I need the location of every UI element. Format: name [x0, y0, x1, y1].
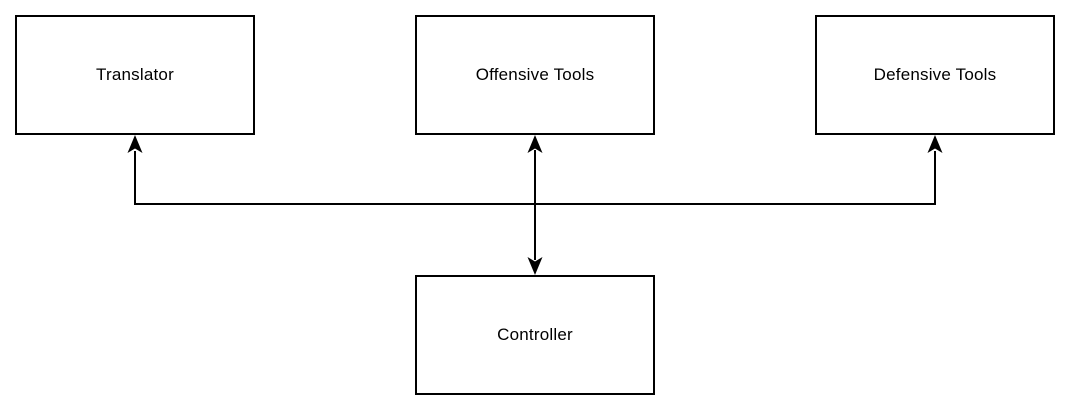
- node-controller-label: Controller: [497, 325, 573, 344]
- node-translator: Translator: [15, 15, 255, 135]
- arrowhead-up-offensive-icon: [527, 135, 543, 153]
- node-controller: Controller: [415, 275, 655, 395]
- node-offensive-tools: Offensive Tools: [415, 15, 655, 135]
- node-defensive-tools: Defensive Tools: [815, 15, 1055, 135]
- arrowhead-up-translator-icon: [127, 135, 143, 153]
- node-translator-label: Translator: [96, 65, 174, 84]
- arrowhead-down-controller-icon: [527, 257, 543, 275]
- node-offensive-tools-label: Offensive Tools: [475, 65, 595, 84]
- node-defensive-tools-label: Defensive Tools: [873, 65, 997, 84]
- arrowhead-up-defensive-icon: [927, 135, 943, 153]
